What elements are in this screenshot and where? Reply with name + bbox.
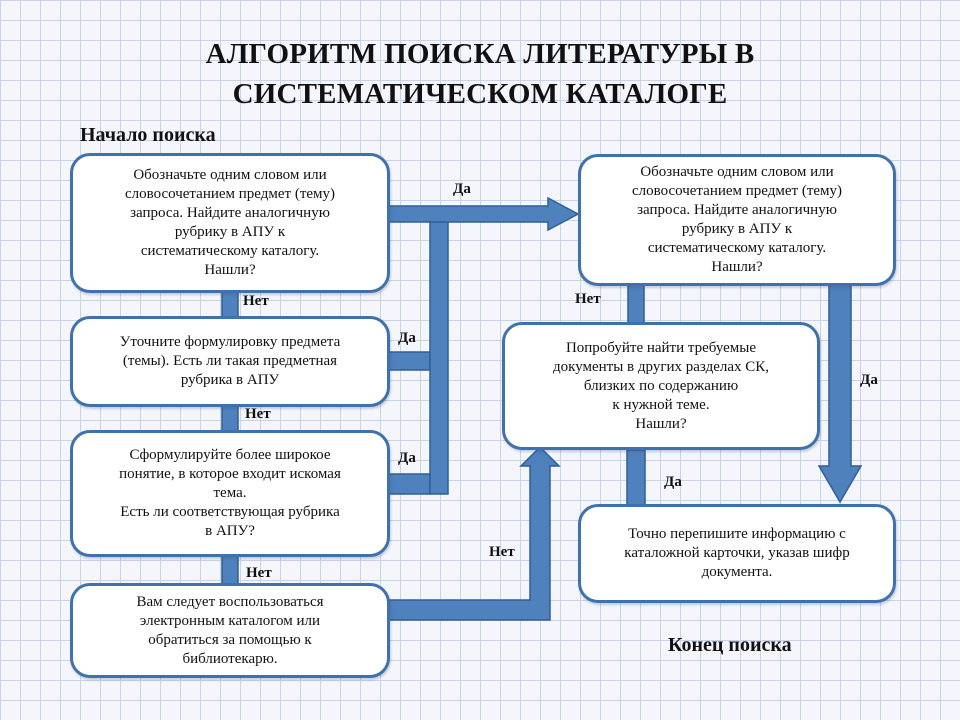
label-no-b5: Нет [575,291,601,307]
page-title: АЛГОРИТМ ПОИСКА ЛИТЕРАТУРЫ В СИСТЕМАТИЧЕ… [0,34,960,114]
box-refine-subject: Уточните формулировку предмета (темы). Е… [70,316,390,407]
arrow-b5-to-b7 [817,283,863,504]
end-label: Конец поиска [668,634,792,656]
connector-b2-bus [387,351,431,371]
label-no-b4: Нет [489,544,515,560]
label-no-b3: Нет [246,565,272,581]
label-no-b1: Нет [243,293,269,309]
connector-b3-bus [387,473,431,495]
connector-b5-b6 [627,283,645,325]
title-line-2: СИСТЕМАТИЧЕСКОМ КАТАЛОГЕ [232,78,728,110]
title-line-1: АЛГОРИТМ ПОИСКА ЛИТЕРАТУРЫ В [205,38,755,70]
arrow-b1-to-b5 [387,196,580,232]
box-other-sections: Попробуйте найти требуемые документы в д… [502,322,820,450]
box-broader-concept: Сформулируйте более широкое понятие, в к… [70,430,390,557]
connector-b1-b2 [221,290,239,319]
box-find-rubric-right: Обозначьте одним словом или словосочетан… [578,154,896,286]
arrow-b4-to-b6 [387,445,561,621]
label-yes-b3: Да [398,450,416,466]
box-find-rubric: Обозначьте одним словом или словосочетан… [70,153,390,293]
start-label: Начало поиска [80,124,216,146]
label-yes-b6: Да [664,474,682,490]
connector-b6-b7 [626,449,646,509]
box-copy-card: Точно перепишите информацию с каталожной… [578,504,896,603]
label-yes-b1: Да [453,181,471,197]
vertical-bus [429,213,449,495]
label-yes-b5: Да [860,372,878,388]
connector-b2-b3 [221,404,239,433]
label-yes-b2: Да [398,330,416,346]
connector-b3-b4 [221,554,239,586]
box-ask-librarian: Вам следует воспользоваться электронным … [70,583,390,678]
label-no-b2: Нет [245,406,271,422]
